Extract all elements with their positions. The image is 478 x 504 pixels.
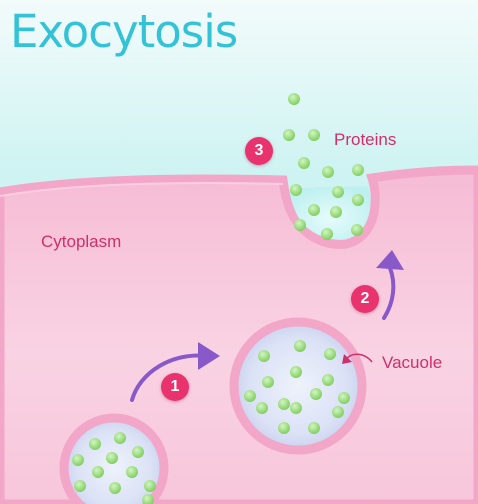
step-1-arrow (130, 353, 210, 402)
step-2-badge: 2 (351, 285, 379, 313)
protein-particles-released (283, 93, 364, 240)
protein-particles-vesicle-2 (244, 340, 350, 434)
label-proteins: Proteins (334, 130, 397, 149)
diagram-title: Exocytosis (10, 5, 238, 58)
protein-particles-vesicle-1 (72, 432, 156, 504)
step-2-arrowhead (376, 250, 404, 270)
step-2-arrow (382, 266, 396, 320)
label-vacuole: Vacuole (382, 353, 443, 372)
step-1-badge: 1 (161, 373, 189, 401)
label-cytoplasm: Cytoplasm (41, 232, 122, 251)
step-1-arrowhead (198, 342, 220, 370)
step-3-badge: 3 (245, 137, 273, 165)
